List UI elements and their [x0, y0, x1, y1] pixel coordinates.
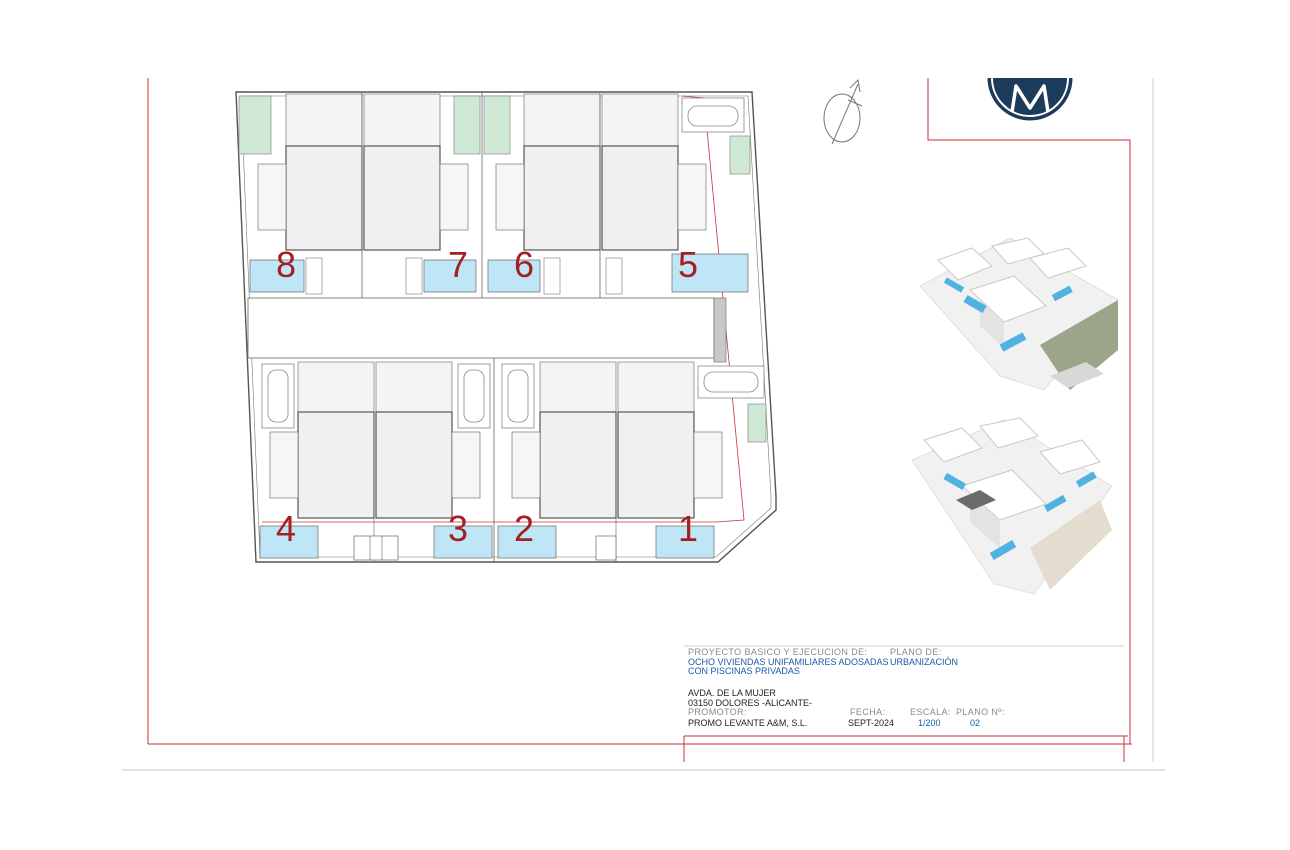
project-title-line1: OCHO VIVIENDAS UNIFAMILIARES ADOSADAS [688, 657, 889, 667]
garden-area [747, 403, 767, 443]
house-footprint [617, 411, 695, 519]
project-label: PROYECTO BASICO Y EJECUCION DE: [688, 647, 867, 657]
pool [433, 525, 493, 559]
plot-number: 2 [514, 508, 534, 549]
plot-number: 1 [678, 508, 698, 549]
bottom-row [259, 358, 767, 562]
house-footprint [601, 145, 679, 251]
house-footprint [297, 411, 375, 519]
plan-value: URBANIZACIÓN [890, 657, 958, 667]
house-footprint [539, 411, 617, 519]
render-aerial-view-2 [911, 417, 1113, 595]
project-title-line2: CON PISCINAS PRIVADAS [688, 666, 800, 676]
garden-area [238, 95, 272, 155]
plot-number: 6 [514, 244, 534, 285]
title-block: PROYECTO BASICO Y EJECUCION DE: OCHO VIV… [683, 645, 1128, 762]
plot-number: 8 [276, 244, 296, 285]
promoter-value: PROMO LEVANTE A&M, S.L. [688, 718, 807, 728]
address-line2: 03150 DOLORES -ALICANTE- [688, 698, 812, 708]
property-boundary [262, 95, 745, 523]
scale-label: ESCALA: [910, 707, 951, 717]
plan-label: PLANO DE: [890, 647, 942, 657]
date-label: FECHA: [850, 707, 885, 717]
site-plan: 8 7 6 5 4 3 2 1 [235, 91, 777, 563]
garden-area [453, 95, 481, 155]
pool [497, 525, 557, 559]
sheet-number-value: 02 [970, 718, 980, 728]
pool [259, 525, 319, 559]
pool [423, 259, 477, 293]
house-footprint [523, 145, 601, 251]
plot-number: 5 [678, 244, 698, 285]
date-value: SEPT-2024 [848, 718, 894, 728]
north-arrow-icon [823, 78, 863, 145]
sheet-number-label: PLANO Nº: [956, 707, 1005, 717]
scale-value: 1/200 [918, 718, 941, 728]
promoter-label: PROMOTOR: [688, 707, 747, 717]
sheet-frame [122, 78, 1165, 771]
garden-area [483, 95, 511, 155]
internal-road [247, 297, 715, 359]
car-icon [507, 369, 529, 423]
house-footprint [285, 145, 363, 251]
address-line1: AVDA. DE LA MUJER [688, 688, 776, 698]
company-logo [987, 77, 1073, 121]
top-row [238, 92, 751, 298]
plot-number: 7 [448, 244, 468, 285]
car-icon [267, 369, 289, 423]
plot-numbers: 8 7 6 5 4 3 2 1 [276, 244, 698, 549]
car-icon [703, 371, 759, 393]
pool [671, 253, 749, 293]
pool [487, 259, 541, 293]
pool [655, 525, 715, 559]
plot-number: 3 [448, 508, 468, 549]
render-aerial-view-1 [919, 237, 1119, 391]
garden-area [729, 135, 751, 175]
house-footprint [363, 145, 441, 251]
car-icon [687, 105, 739, 127]
plot-number: 4 [276, 508, 296, 549]
car-icon [463, 369, 485, 423]
pool [249, 259, 305, 293]
house-footprint [375, 411, 453, 519]
